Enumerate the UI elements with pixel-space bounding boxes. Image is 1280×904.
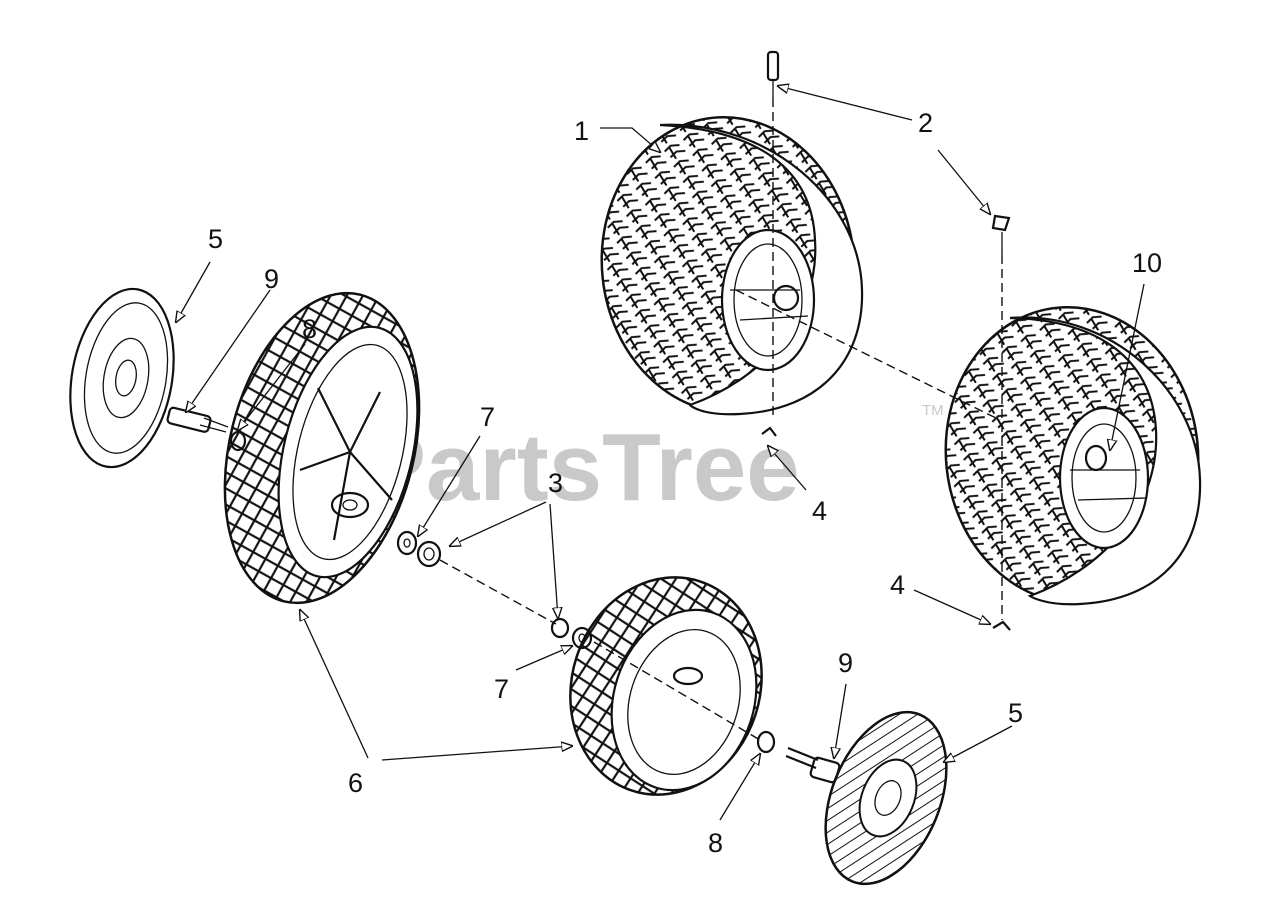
callout-8-lower: 8 (708, 828, 723, 858)
callout-10: 10 (1132, 248, 1162, 278)
callout-4-upper: 4 (812, 496, 827, 526)
callout-3: 3 (548, 468, 563, 498)
rear-tire-right (944, 305, 1202, 606)
callout-9-upper: 9 (264, 264, 279, 294)
washer-nut-upper (396, 530, 442, 568)
callout-9-lower: 9 (838, 648, 853, 678)
callout-4-lower: 4 (890, 570, 905, 600)
rear-tire-upper (600, 115, 864, 416)
hub-cap-left (69, 287, 175, 469)
callout-7-lower: 7 (494, 674, 509, 704)
callout-6: 6 (348, 768, 363, 798)
callout-2: 2 (918, 108, 933, 138)
callout-5-upper: 5 (208, 224, 223, 254)
assembly-lines (439, 98, 1003, 741)
watermark-text: PartsTree (362, 414, 800, 521)
watermark-trademark: TM (922, 402, 944, 419)
front-tire-upper (223, 291, 421, 605)
valve-stems (766, 50, 1011, 255)
hub-cap-lower (824, 710, 948, 886)
front-tire-lower (569, 576, 763, 796)
callout-7-upper: 7 (480, 402, 495, 432)
callout-labels: 1 2 3 4 4 5 5 6 7 7 8 8 9 9 10 (208, 108, 1162, 858)
callout-8-upper: 8 (302, 314, 317, 344)
axle-bolt-lower (756, 730, 841, 784)
leader-lines (176, 86, 1145, 821)
callout-1: 1 (574, 116, 589, 146)
retaining-clips (761, 426, 1011, 631)
watermark: PartsTree TM (362, 402, 944, 521)
callout-5-lower: 5 (1008, 698, 1023, 728)
